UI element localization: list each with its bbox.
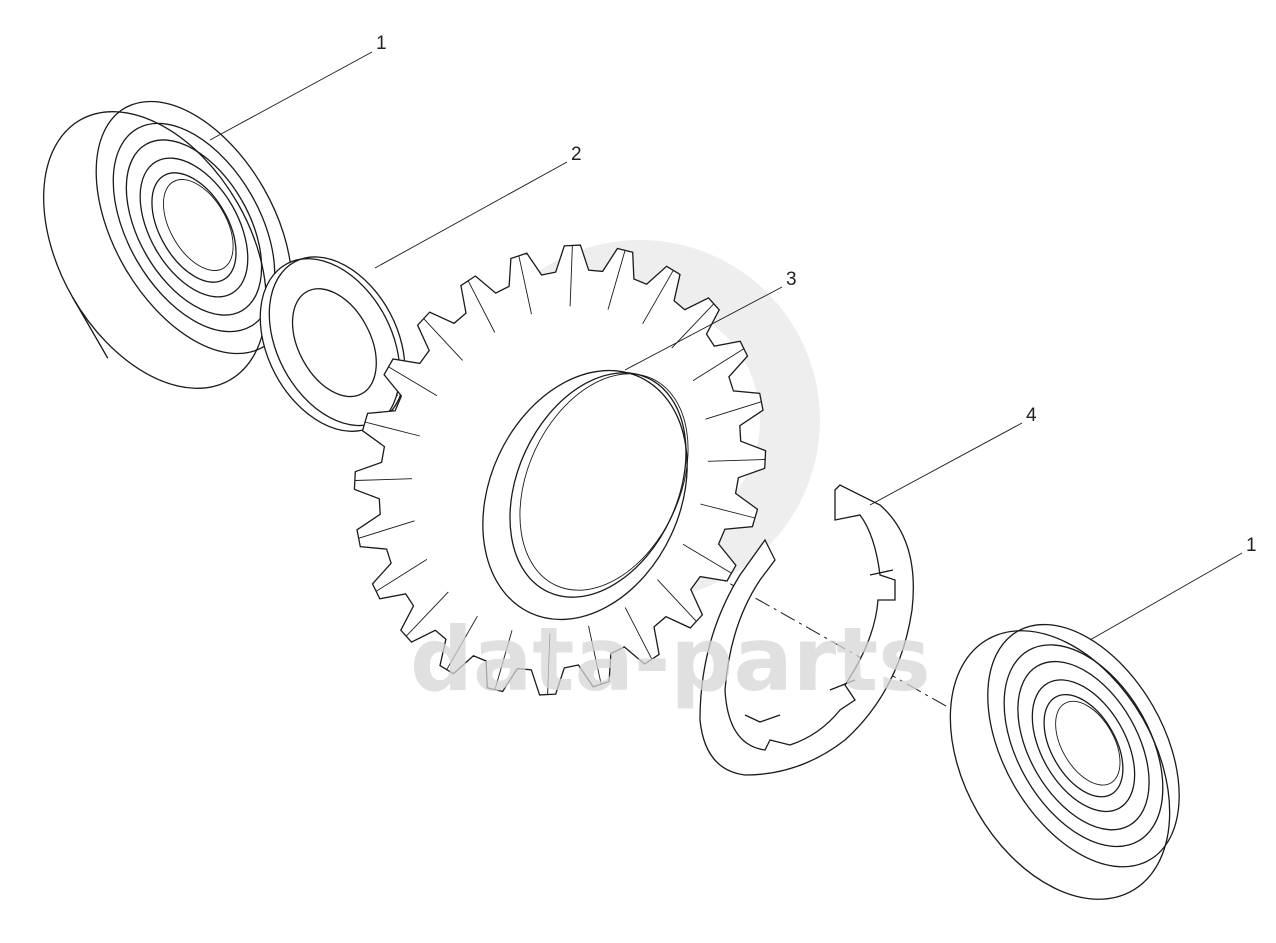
gear-tooth-edge	[446, 615, 478, 671]
gear-tooth-edge	[657, 579, 697, 622]
gear-tooth-edge	[705, 401, 762, 420]
bearing-lower-right	[949, 623, 1180, 900]
leader-line-3	[624, 286, 783, 371]
gear-tooth-edge	[642, 269, 674, 325]
callout-label-1a: 1	[376, 33, 387, 54]
gear-tooth-edge	[700, 503, 756, 519]
gear-tooth-edge	[707, 459, 766, 462]
gear-tooth-edge	[354, 478, 413, 481]
gear-tooth-edge	[692, 348, 745, 381]
gear-tooth-edge	[388, 366, 438, 397]
gear-tooth-edge	[467, 280, 496, 333]
spur-gear	[353, 244, 767, 696]
callout-label-2: 2	[571, 144, 582, 165]
callout-label-1b: 1	[1246, 535, 1257, 556]
gear-tooth-edge	[569, 245, 573, 307]
gear-tooth-edge	[624, 607, 653, 660]
gear-tooth-edge	[588, 625, 602, 685]
gear-tooth-edge	[671, 303, 715, 349]
gear-tooth-edge	[607, 250, 626, 310]
leader-line-1a	[209, 51, 373, 141]
gear-tooth-edge	[423, 318, 463, 361]
gear-tooth-edge	[494, 630, 513, 690]
retaining-ring	[699, 484, 914, 776]
leader-line-1b	[1089, 552, 1243, 641]
watermark-text: data-parts	[410, 608, 931, 711]
gear-tooth-edge	[358, 520, 415, 539]
callout-label-3: 3	[786, 269, 797, 290]
gear-tooth-edge	[405, 591, 449, 637]
bearing-upper-left	[43, 100, 293, 389]
callout-label-4: 4	[1026, 405, 1037, 426]
gear-tooth-edge	[518, 255, 532, 315]
assembly-axis-line	[149, 254, 1051, 766]
leader-line-2	[374, 161, 568, 269]
gear-tooth-edge	[547, 633, 551, 695]
gear-tooth-edge	[375, 559, 428, 592]
gear-tooth-edge	[682, 543, 732, 574]
gear-tooth-edge	[364, 421, 420, 437]
leader-line-4	[869, 422, 1023, 506]
